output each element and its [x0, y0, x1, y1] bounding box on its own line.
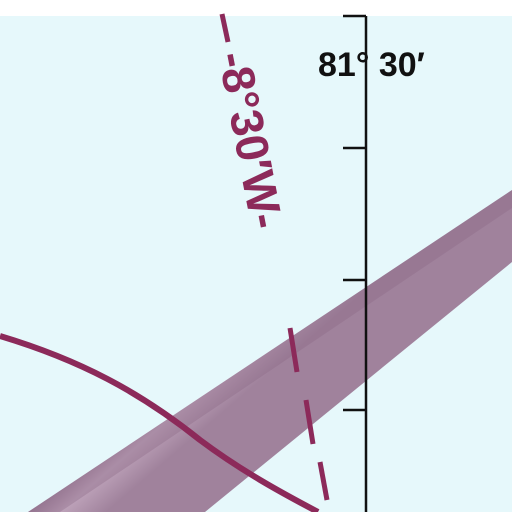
meridian-line	[343, 14, 368, 512]
airway-band	[28, 190, 512, 512]
isogonic-line	[219, 13, 330, 501]
boundary-line	[0, 333, 320, 512]
map-top-margin	[0, 0, 512, 16]
longitude-label: 81° 30′	[318, 46, 425, 84]
